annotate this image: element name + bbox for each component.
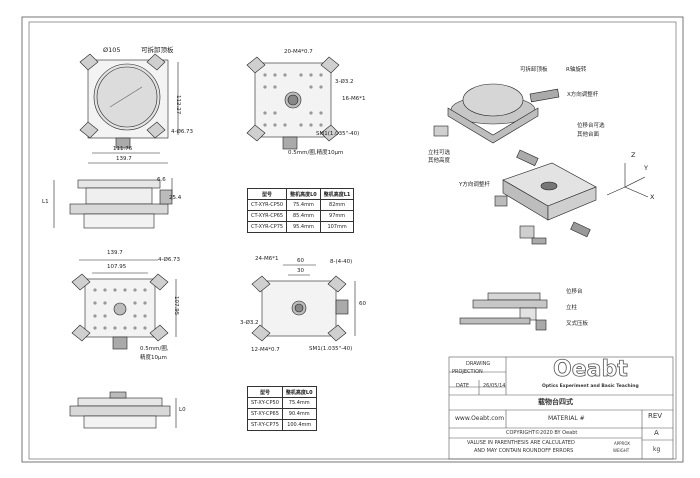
- axis-z-label: Z: [631, 151, 636, 159]
- tb-date-value: 26/05/14: [483, 383, 506, 389]
- t2-r2c1: 100.4mm: [281, 419, 317, 431]
- tm-thread: SM1(1.035"-40): [316, 131, 360, 137]
- tl-dim-w2: 139.7: [116, 156, 132, 162]
- iso-assembly: [433, 83, 597, 245]
- tb-title: 载物台四式: [538, 398, 573, 406]
- t2-h1: 整机高度L0: [281, 386, 317, 398]
- t1-r1c2: 97mm: [319, 210, 355, 222]
- tb-drawing: DRAWING: [466, 361, 491, 367]
- t1-r2c2: 107mm: [319, 221, 355, 233]
- iso-other-height: 其他高度: [428, 158, 451, 164]
- tb-copyright: COPYRIGHT©2020 BY Oeabt: [506, 430, 578, 436]
- t2-r2c0: ST-XY-CP75: [247, 419, 283, 431]
- bm-dim-side: 60: [359, 301, 366, 307]
- tb-date-label: DATE: [456, 383, 470, 389]
- side-view-1: [53, 178, 173, 229]
- t1-r0c1: 75.4mm: [286, 199, 321, 211]
- rs-clamp: 叉式压板: [566, 321, 589, 327]
- side-view-2: [69, 391, 177, 429]
- tl-dim-h: 112.27: [175, 95, 181, 115]
- tb-note2: AND MAY CONTAIN ROUNDOFF ERRORS: [474, 448, 574, 454]
- bm-side-holes: 3-Ø3.2: [240, 320, 259, 326]
- tm-m6: 16-M6*1: [342, 96, 366, 102]
- bl-dim-w2: 139.7: [107, 250, 123, 256]
- tm-side-holes: 3-Ø3.2: [335, 79, 354, 85]
- t2-r1c0: ST-XY-CP65: [247, 408, 283, 420]
- bl-dim-h: 107.95: [173, 296, 179, 316]
- tl-removable-plate: 可拆卸顶板: [141, 46, 174, 54]
- iso-post-option: 立柱可选: [428, 150, 451, 156]
- tm-top-holes: 20-M4*0.7: [284, 49, 313, 55]
- tb-logo: Oeabt: [553, 357, 629, 382]
- rs-stage: 位移台: [566, 289, 583, 295]
- tb-kg: kg: [653, 446, 661, 453]
- axes-triad: [606, 163, 649, 198]
- top-mid-view: [246, 56, 340, 150]
- tb-projection: PROJECTION: [452, 369, 483, 375]
- sv1-dim-l: L1: [42, 199, 49, 205]
- t1-r2c1: 95.4mm: [286, 221, 321, 233]
- t2-r1c1: 90.4mm: [281, 408, 317, 420]
- sv1-dim-a: 6.6: [157, 177, 166, 183]
- t1-h0: 型号: [246, 188, 288, 200]
- tb-weight: WEIGHT: [613, 448, 630, 453]
- sv1-dim-b: 25.4: [169, 195, 182, 201]
- t2-r0c1: 75.4mm: [281, 397, 317, 409]
- iso-other-table: 其他台面: [577, 132, 600, 138]
- tb-note1: VALUSE IN PARENTHESIS ARE CALCULATED: [467, 440, 575, 446]
- bm-m4: 8-(4-40): [330, 259, 353, 265]
- t1-r1c1: 85.4mm: [286, 210, 321, 222]
- t1-h2: 整机高度L1: [319, 188, 355, 200]
- t1-h1: 整机高度L0: [286, 188, 321, 200]
- outer-border: [21, 16, 684, 463]
- iso-r-rotate: R轴旋转: [566, 67, 587, 73]
- bl-resolution-a: 0.5mm/圈,: [140, 346, 169, 352]
- bm-thread: SM1(1.035"-40): [309, 346, 353, 352]
- bm-dim-30: 30: [297, 268, 304, 274]
- t1-r0c0: CT-XYR-CP50: [246, 199, 288, 211]
- tb-logo-sub: Optics Experiment and Basic Teaching: [542, 384, 639, 389]
- t2-h0: 型号: [247, 386, 283, 398]
- tb-website: www.Oeabt.com: [455, 415, 505, 422]
- t2-r0c0: ST-XY-CP50: [247, 397, 283, 409]
- t1-r0c2: 82mm: [319, 199, 355, 211]
- bl-holes: 4-Ø6.73: [158, 257, 181, 263]
- t1-r2c0: CT-XYR-CP75: [246, 221, 288, 233]
- iso-y-adjust: Y方向调整杆: [459, 182, 490, 188]
- bm-dim-60: 60: [297, 258, 304, 264]
- iso-removable-plate: 可拆卸顶板: [520, 67, 548, 73]
- tb-approx: APPROX: [614, 441, 630, 446]
- bm-m4b: 12-M4*0.7: [251, 347, 280, 353]
- bl-dim-w1: 107.95: [107, 264, 127, 270]
- tb-rev-value: A: [654, 429, 659, 437]
- rs-post: 立柱: [566, 305, 578, 311]
- tl-dim-w1: 111.76: [113, 146, 133, 152]
- sv2-dim-l: L0: [179, 407, 186, 413]
- bottom-left-view: [71, 259, 177, 350]
- tm-resolution: 0.5mm/圈,精度10μm: [288, 150, 344, 156]
- tb-material: MATERIAL #: [548, 415, 585, 422]
- iso-x-adjust: X方向调整杆: [567, 92, 599, 98]
- t1-r1c0: CT-XYR-CP65: [246, 210, 288, 222]
- axis-y-label: Y: [644, 164, 648, 172]
- tl-holes: 4-Ø6.73: [171, 129, 194, 135]
- bottom-mid-view: [251, 264, 356, 342]
- right-side-assembly: [459, 292, 548, 331]
- bm-m6: 24-M6*1: [255, 256, 279, 262]
- axis-x-label: X: [650, 193, 655, 201]
- top-left-view: [79, 53, 179, 164]
- bl-resolution-b: 精度10μm: [140, 355, 167, 361]
- iso-stage-option: 位移台可选: [577, 123, 605, 129]
- title-block-lines: [448, 356, 674, 460]
- inner-border: [28, 21, 677, 460]
- tb-rev: REV: [648, 412, 663, 420]
- tl-dim-diameter: Ø105: [103, 46, 121, 54]
